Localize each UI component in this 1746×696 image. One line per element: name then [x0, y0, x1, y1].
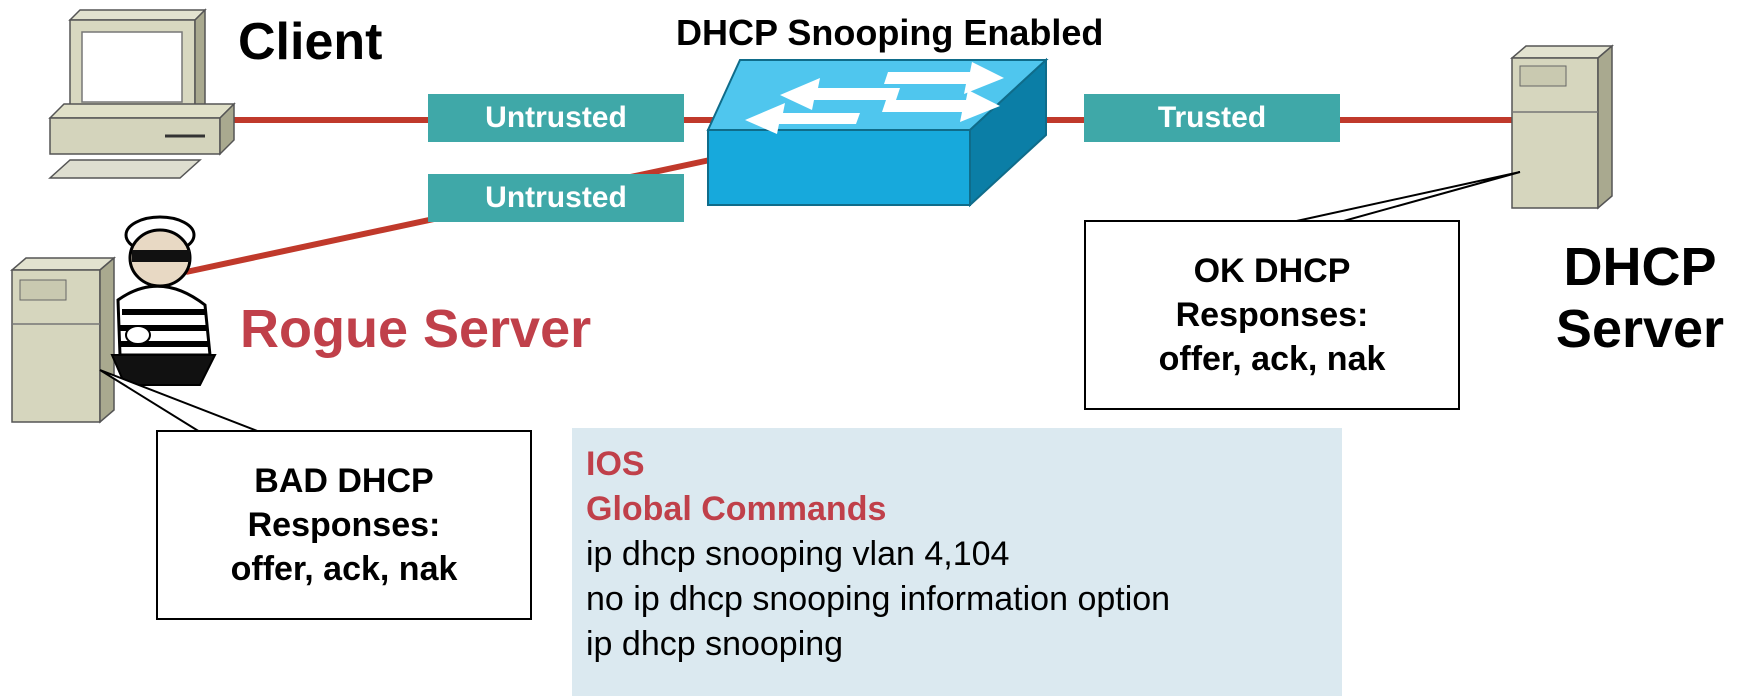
- ok-callout-line3: offer, ack, nak: [1158, 340, 1386, 378]
- desktop-pc-icon: [48, 8, 236, 179]
- dhcp-server-label: DHCP Server: [1536, 236, 1744, 360]
- command-line: no ip dhcp snooping information option: [586, 580, 1171, 618]
- bad-callout-line3: offer, ack, nak: [230, 550, 458, 588]
- platform-heading: IOS: [586, 445, 645, 483]
- rogue-server-label: Rogue Server: [240, 299, 592, 359]
- server-port-trusted: Trusted: [1084, 94, 1340, 142]
- server-tower-icon: [1509, 44, 1615, 210]
- ios-commands-box: IOS Global Commands ip dhcp snooping vla…: [572, 428, 1342, 696]
- bad-callout-line2: Responses:: [247, 506, 441, 544]
- ok-callout-pointer: [1291, 171, 1521, 223]
- command-line: ip dhcp snooping: [586, 625, 844, 663]
- ok-callout-line2: Responses:: [1175, 296, 1369, 334]
- dhcp-server-label-line1: DHCP: [1563, 237, 1717, 297]
- bad-dhcp-callout: BAD DHCP Responses: offer, ack, nak: [156, 430, 532, 620]
- network-switch-icon: [706, 57, 1049, 208]
- client-port-untrusted: Untrusted: [428, 94, 684, 142]
- burglar-icon: [110, 215, 217, 386]
- switch-title: DHCP Snooping Enabled: [676, 12, 1104, 53]
- bad-callout-line1: BAD DHCP: [254, 462, 434, 500]
- ok-dhcp-callout: OK DHCP Responses: offer, ack, nak: [1084, 220, 1460, 410]
- client-label: Client: [238, 13, 383, 71]
- section-heading: Global Commands: [586, 490, 887, 528]
- ok-callout-line1: OK DHCP: [1193, 252, 1351, 290]
- rogue-port-untrusted: Untrusted: [428, 174, 684, 222]
- command-line: ip dhcp snooping vlan 4,104: [586, 535, 1010, 573]
- dhcp-server-label-line2: Server: [1555, 299, 1725, 359]
- rogue-server-icon: [9, 256, 117, 424]
